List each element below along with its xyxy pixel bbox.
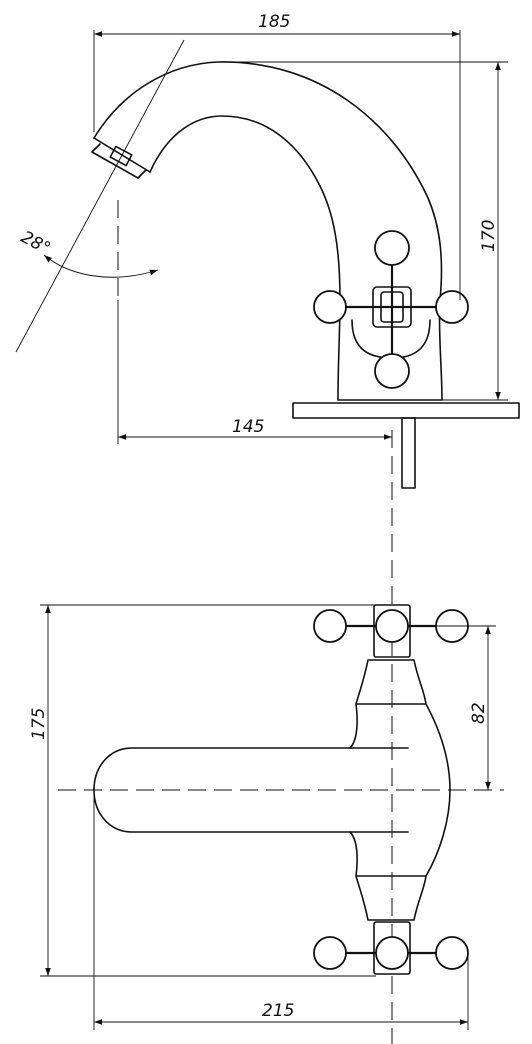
dimension-175-label: 175 [29, 708, 49, 740]
dimension-215: 215 [93, 790, 469, 1030]
aerator [109, 145, 133, 167]
dimension-145-label: 145 [232, 417, 264, 437]
angle-label: 28° [18, 227, 54, 259]
dimension-175: 175 [29, 604, 376, 977]
top-cross-handle-lower [313, 921, 469, 975]
angle-line [15, 39, 185, 353]
spout-outline [93, 61, 443, 301]
side-cross-handle [313, 230, 469, 389]
mounting-plate [292, 402, 520, 419]
spout-tip [91, 137, 151, 179]
top-view: 175 82 215 [29, 604, 504, 1030]
valve-rings [355, 703, 427, 877]
dimension-170: 170 [218, 61, 508, 401]
dimension-145: 145 [117, 300, 392, 444]
dimension-82-label: 82 [469, 702, 489, 724]
dimension-170-label: 170 [479, 220, 499, 252]
angle-arc [43, 254, 159, 278]
dimension-185-label: 185 [258, 12, 290, 32]
dimension-215-label: 215 [262, 1001, 294, 1021]
top-cross-handle-upper [313, 604, 469, 658]
dimension-185: 185 [93, 12, 461, 300]
mounting-shank [401, 417, 416, 489]
side-view: 28° 185 170 145 [15, 12, 520, 1044]
dimension-82: 82 [410, 625, 496, 790]
